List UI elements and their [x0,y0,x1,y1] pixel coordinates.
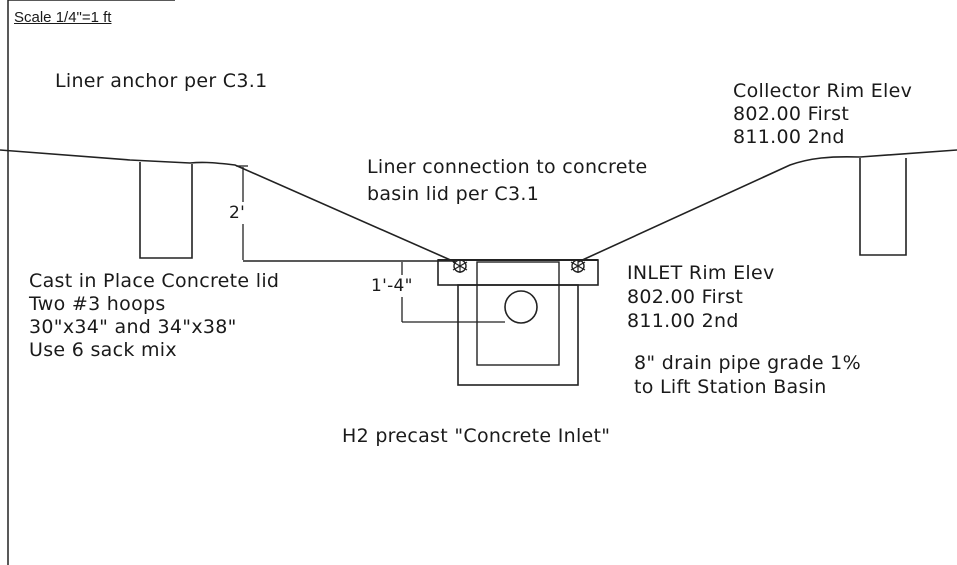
drain-pipe-note-2: to Lift Station Basin [634,376,827,398]
drain-pipe [504,290,538,324]
scale-label: Scale 1/4"=1 ft [14,9,112,26]
inlet-rim-second: 811.00 2nd [627,310,739,332]
lid-note-1: Cast in Place Concrete lid [29,270,280,292]
dim-pipe-depth-label: 1'-4" [371,275,413,297]
liner-connection-note-1: Liner connection to concrete [367,156,648,178]
ground-profile-right [577,149,957,263]
right-liner-anchor-trench [859,158,907,256]
ground-profile-left [0,149,456,263]
inlet-caption: H2 precast "Concrete Inlet" [342,425,611,447]
lid-note-2: Two #3 hoops [29,293,166,315]
liner-anchor-note: Liner anchor per C3.1 [55,70,268,92]
inlet-rim-title: INLET Rim Elev [627,262,775,284]
liner-connection-note-2: basin lid per C3.1 [367,183,540,205]
lid-note-4: Use 6 sack mix [29,339,177,361]
collector-rim-first: 802.00 First [733,103,850,125]
liner-connection-bolt-right [570,259,586,273]
left-liner-anchor-trench [139,162,193,259]
precast-inlet-outer [457,284,579,386]
dim-2ft-label: 2' [229,202,246,224]
drain-pipe-note-1: 8" drain pipe grade 1% [634,352,861,374]
lid-note-3: 30"x34" and 34"x38" [29,316,237,338]
collector-rim-title: Collector Rim Elev [733,80,913,102]
precast-inlet-inner [476,261,560,366]
collector-rim-second: 811.00 2nd [733,126,845,148]
liner-connection-bolt-left [452,259,468,273]
inlet-rim-first: 802.00 First [627,286,744,308]
